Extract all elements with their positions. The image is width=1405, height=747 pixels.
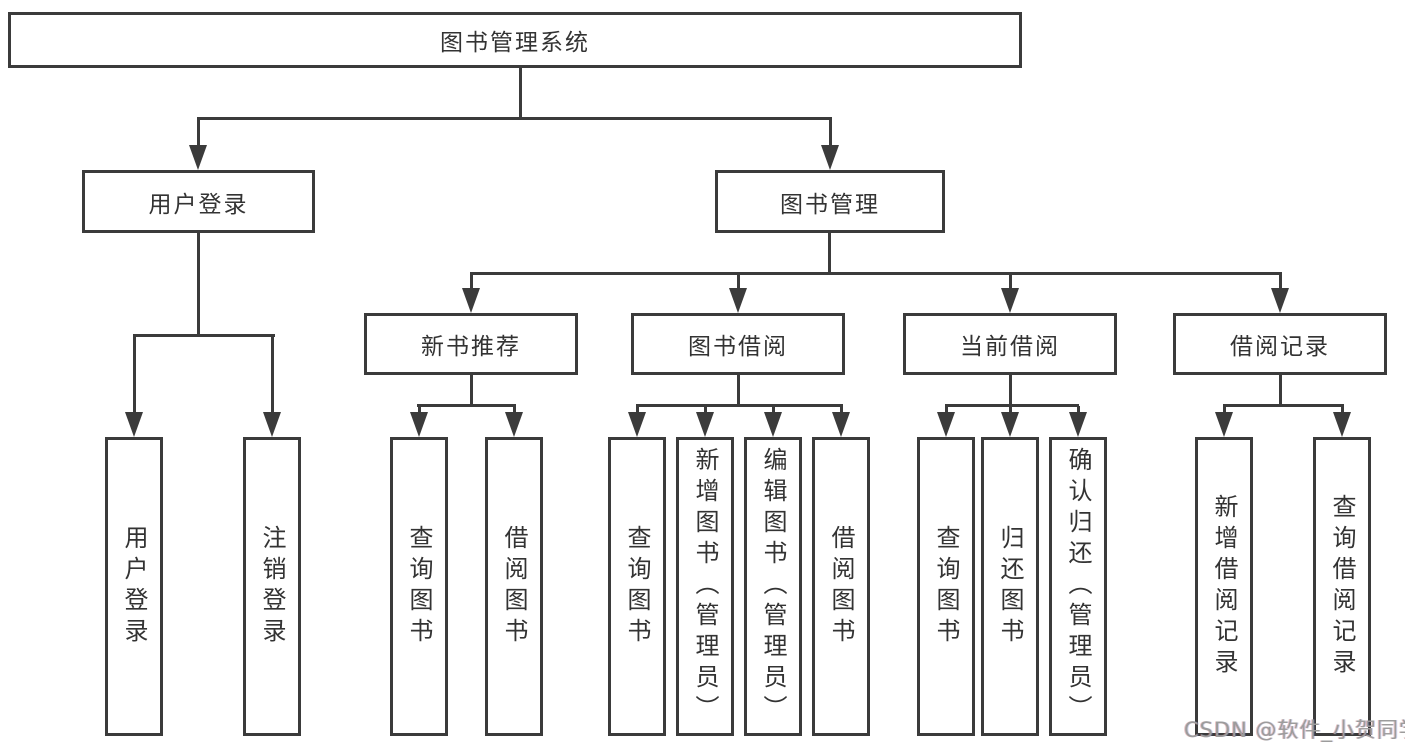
arrow-down-icon <box>832 412 850 437</box>
leaf-query-books-recommend: 查询图书 <box>390 437 448 736</box>
connector-line <box>513 406 516 414</box>
arrow-down-icon <box>937 412 955 437</box>
node-label: 注销登录 <box>258 524 286 649</box>
connector-line <box>197 119 200 147</box>
node-label: 查询图书 <box>405 524 433 649</box>
connector-line <box>636 406 639 414</box>
node-label: 新增图书（管理员） <box>691 447 719 726</box>
connector-line <box>828 233 831 275</box>
connector-line <box>840 406 843 414</box>
arrow-down-icon <box>462 288 480 313</box>
node-borrowing-records: 借阅记录 <box>1173 313 1387 375</box>
arrow-down-icon <box>189 145 207 170</box>
arrow-down-icon <box>764 412 782 437</box>
connector-line <box>1279 274 1282 290</box>
connector-line <box>133 336 136 414</box>
arrow-down-icon <box>1215 412 1233 437</box>
connector-line <box>197 117 832 120</box>
node-library-system: 图书管理系统 <box>8 12 1022 68</box>
node-label: 确认归还（管理员） <box>1064 447 1092 726</box>
leaf-return-books: 归还图书 <box>981 437 1039 736</box>
node-label: 借阅图书 <box>827 524 855 649</box>
connector-line <box>271 336 274 414</box>
connector-line <box>1009 406 1012 414</box>
connector-line <box>470 375 473 406</box>
leaf-query-borrow-record: 查询借阅记录 <box>1313 437 1371 736</box>
node-new-book-recommendation: 新书推荐 <box>364 313 578 375</box>
connector-line <box>470 274 473 290</box>
node-user-login: 用户登录 <box>82 170 315 233</box>
connector-line <box>772 406 775 414</box>
connector-line <box>1223 406 1226 414</box>
arrow-down-icon <box>263 412 281 437</box>
connector-line <box>1077 406 1080 414</box>
leaf-user-login: 用户登录 <box>105 437 163 736</box>
leaf-add-book-admin: 新增图书（管理员） <box>676 437 734 736</box>
arrow-down-icon <box>729 288 747 313</box>
arrow-down-icon <box>1069 412 1087 437</box>
connector-line <box>636 404 843 407</box>
connector-line <box>470 272 1282 275</box>
node-label: 编辑图书（管理员） <box>759 447 787 726</box>
leaf-query-books-borrow: 查询图书 <box>608 437 666 736</box>
arrow-down-icon <box>1001 288 1019 313</box>
connector-line <box>197 233 200 337</box>
connector-line <box>1009 274 1012 290</box>
leaf-borrow-books-recommend: 借阅图书 <box>485 437 543 736</box>
node-book-borrowing: 图书借阅 <box>631 313 845 375</box>
connector-line <box>737 375 740 406</box>
node-label: 用户登录 <box>148 191 249 218</box>
leaf-confirm-return-admin: 确认归还（管理员） <box>1049 437 1107 736</box>
connector-line <box>737 274 740 290</box>
connector-line <box>1279 375 1282 406</box>
connector-line <box>1223 404 1344 407</box>
leaf-query-books-current: 查询图书 <box>917 437 975 736</box>
connector-line <box>417 404 516 407</box>
node-book-management: 图书管理 <box>715 170 945 233</box>
connector-line <box>519 68 522 120</box>
node-label: 当前借阅 <box>960 334 1060 360</box>
node-label: 查询借阅记录 <box>1328 493 1356 680</box>
node-label: 新增借阅记录 <box>1210 493 1238 680</box>
node-label: 归还图书 <box>996 524 1024 649</box>
arrow-down-icon <box>505 412 523 437</box>
connector-line <box>133 334 275 337</box>
leaf-borrow-books: 借阅图书 <box>812 437 870 736</box>
arrow-down-icon <box>628 412 646 437</box>
leaf-logout: 注销登录 <box>243 437 301 736</box>
connector-line <box>1341 406 1344 414</box>
connector-line <box>418 406 421 414</box>
arrow-down-icon <box>696 412 714 437</box>
connector-line <box>945 404 1079 407</box>
arrow-down-icon <box>410 412 428 437</box>
connector-line <box>829 119 832 147</box>
node-label: 图书管理系统 <box>440 30 590 56</box>
csdn-watermark: CSDN @软件_小贺同学 <box>1184 718 1405 742</box>
arrow-down-icon <box>1333 412 1351 437</box>
arrow-down-icon <box>125 412 143 437</box>
node-label: 图书借阅 <box>688 334 788 360</box>
connector-line <box>945 406 948 414</box>
node-label: 借阅记录 <box>1230 334 1330 360</box>
node-label: 查询图书 <box>932 524 960 649</box>
arrow-down-icon <box>1271 288 1289 313</box>
node-label: 查询图书 <box>623 524 651 649</box>
connector-line <box>1009 375 1012 406</box>
node-current-borrowing: 当前借阅 <box>903 313 1117 375</box>
node-label: 用户登录 <box>120 524 148 649</box>
node-label: 借阅图书 <box>500 524 528 649</box>
connector-line <box>704 406 707 414</box>
arrow-down-icon <box>1001 412 1019 437</box>
leaf-add-borrow-record: 新增借阅记录 <box>1195 437 1253 736</box>
leaf-edit-book-admin: 编辑图书（管理员） <box>744 437 802 736</box>
arrow-down-icon <box>821 145 839 170</box>
node-label: 新书推荐 <box>421 334 521 360</box>
node-label: 图书管理 <box>780 191 880 218</box>
